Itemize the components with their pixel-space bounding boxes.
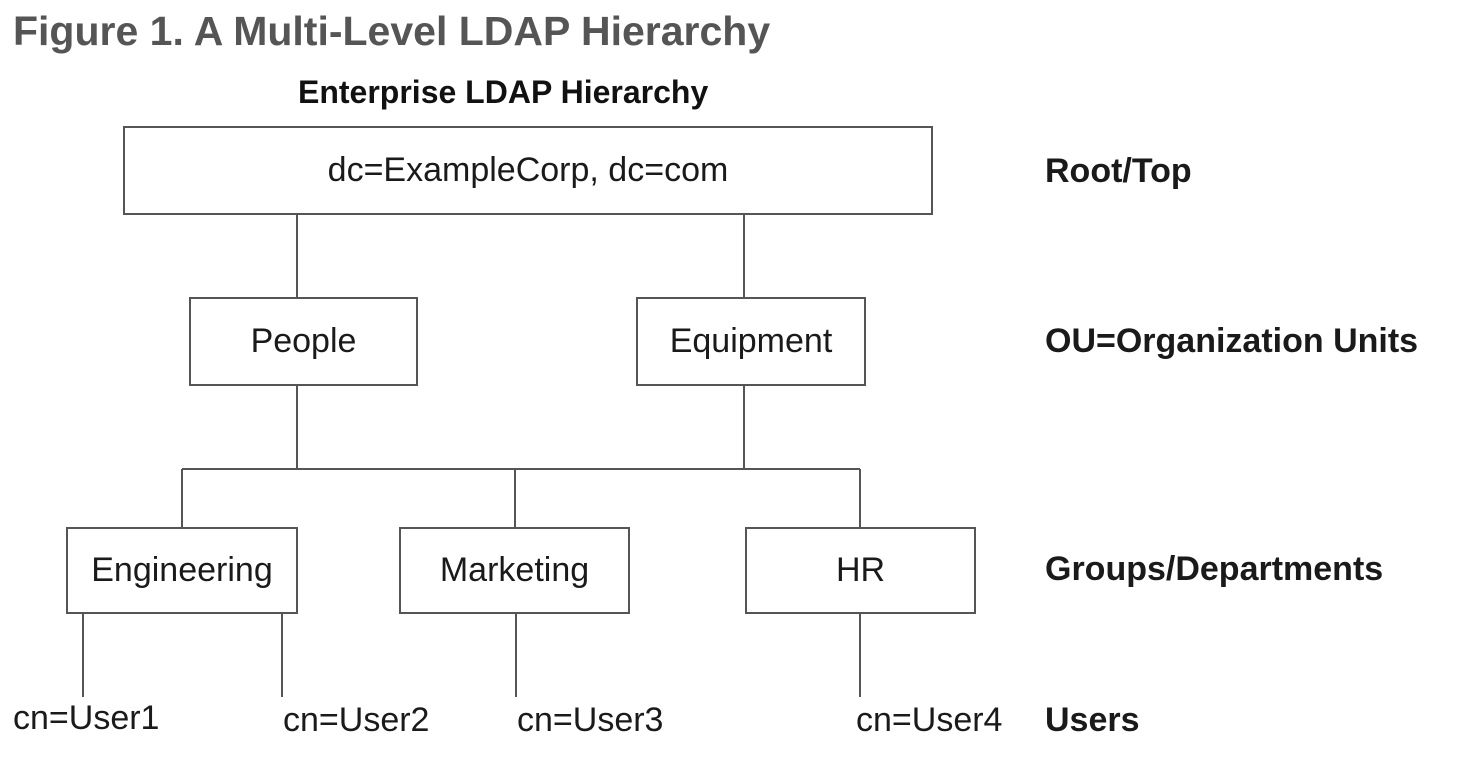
node-engineering-label: Engineering (91, 551, 273, 589)
user-leaf: cn=User1 (13, 699, 160, 737)
node-people-label: People (250, 322, 357, 360)
node-marketing: Marketing (399, 527, 630, 614)
node-hr-label: HR (835, 551, 886, 589)
node-hr: HR (745, 527, 976, 614)
node-marketing-label: Marketing (439, 551, 590, 589)
user-leaf: cn=User4 (856, 701, 1003, 739)
node-equipment: Equipment (636, 297, 866, 386)
node-equipment-label: Equipment (669, 322, 833, 360)
node-engineering: Engineering (66, 527, 298, 614)
node-root: dc=ExampleCorp, dc=com (123, 126, 933, 215)
user-leaf: cn=User2 (283, 701, 430, 739)
level-label-users: Users (1045, 701, 1140, 739)
user-leaf: cn=User3 (517, 701, 664, 739)
node-people: People (189, 297, 418, 386)
level-label-root: Root/Top (1045, 152, 1192, 190)
node-root-label: dc=ExampleCorp, dc=com (327, 151, 729, 189)
level-label-ou: OU=Organization Units (1045, 322, 1419, 360)
level-label-groups: Groups/Departments (1045, 550, 1384, 588)
diagram-title: Enterprise LDAP Hierarchy (298, 74, 709, 110)
figure-title: Figure 1. A Multi-Level LDAP Hierarchy (13, 8, 771, 54)
